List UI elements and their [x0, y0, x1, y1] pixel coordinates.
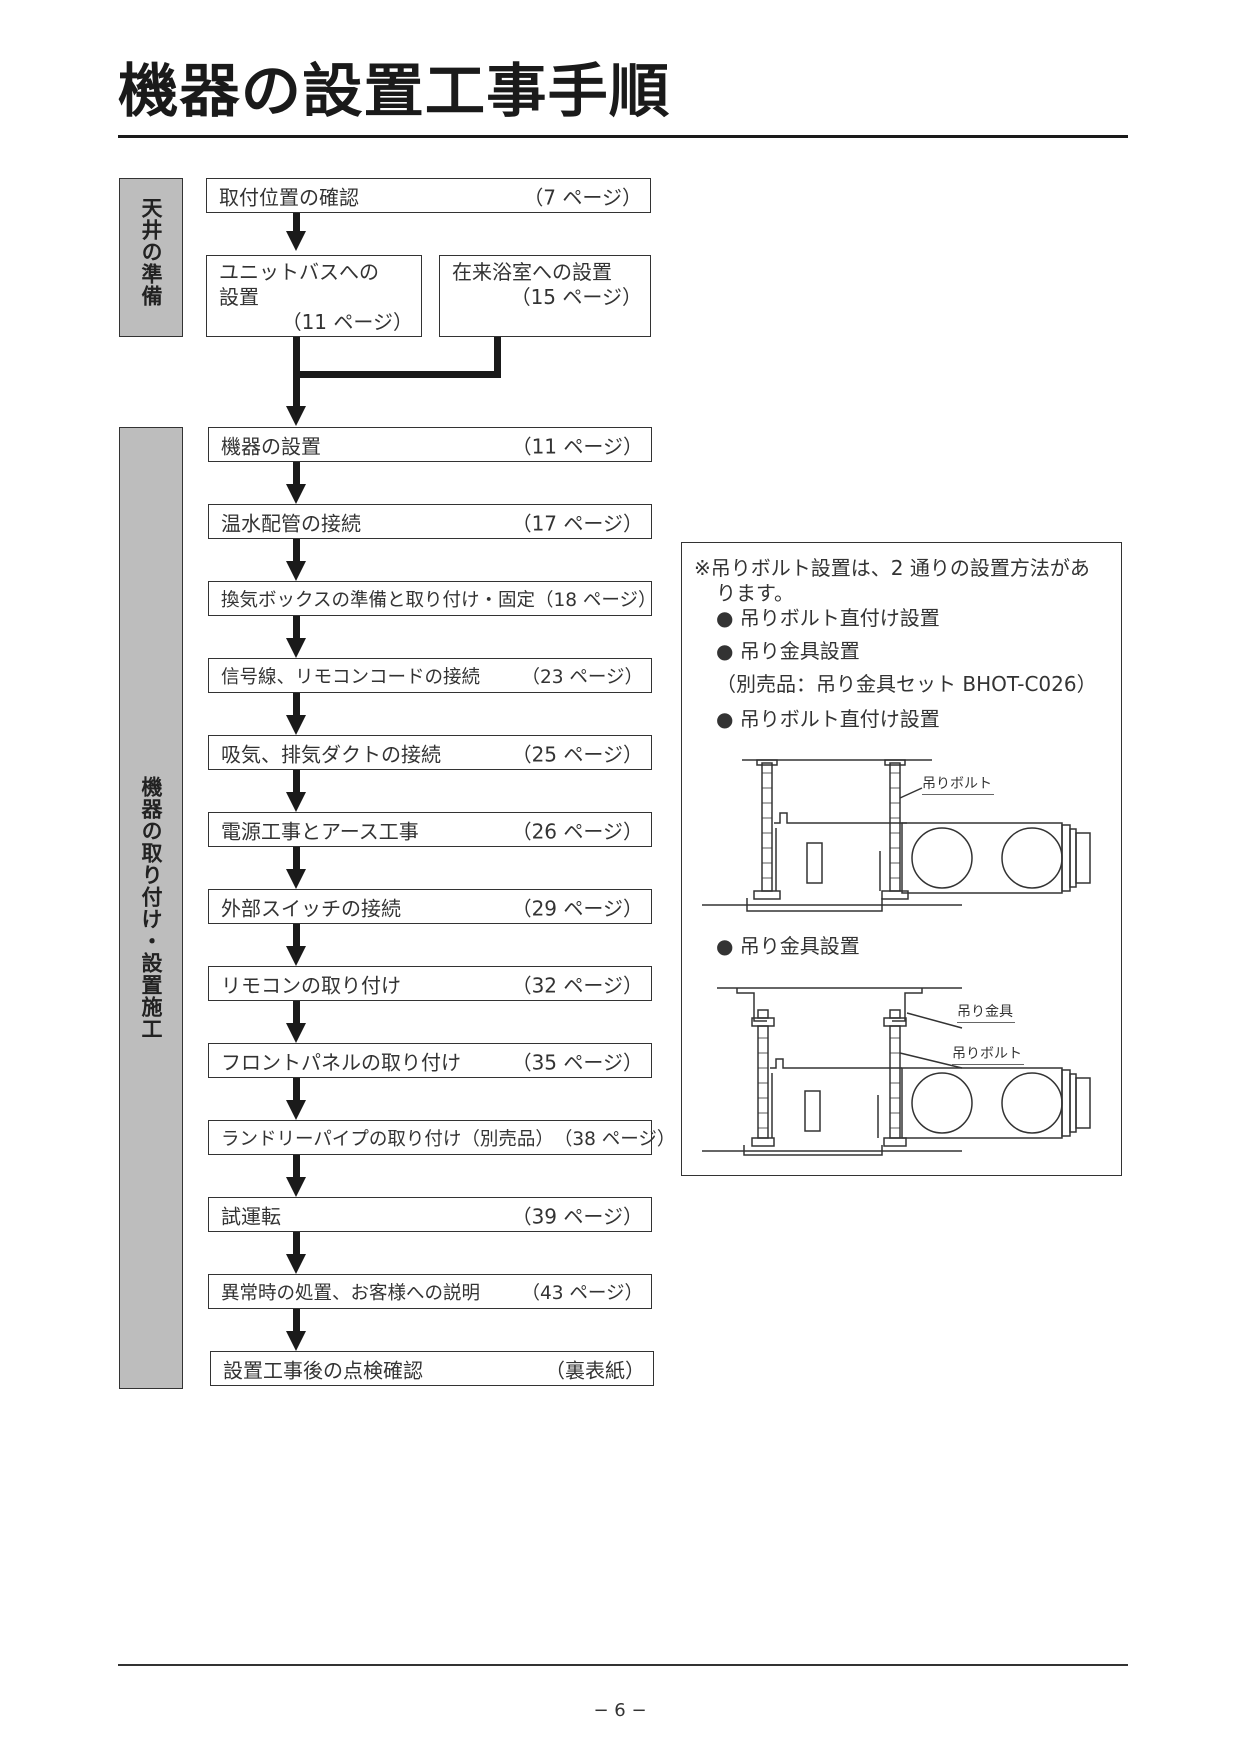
step-box: ランドリーパイプの取り付け（別売品）（38 ページ）	[208, 1120, 675, 1155]
label-bracket: 吊り金具	[957, 1001, 1015, 1023]
merge-line-right	[494, 337, 501, 377]
page-ref: （29 ページ）	[511, 896, 643, 920]
page-title: 機器の設置工事手順	[118, 57, 671, 125]
step-box: 設置工事後の点検確認（裏表紙）	[210, 1351, 654, 1386]
page-ref: （39 ページ）	[511, 1204, 643, 1228]
step-conventional-bath: 在来浴室への設置 （15 ページ）	[439, 255, 651, 337]
page-ref: （7 ページ）	[523, 185, 642, 209]
diagram1-title: ● 吊りボルト直付け設置	[716, 707, 940, 731]
step-box: 外部スイッチの接続（29 ページ）	[208, 889, 652, 924]
step-box: リモコンの取り付け（32 ページ）	[208, 966, 652, 1001]
title-rule	[118, 135, 1128, 138]
page-ref: （11 ページ）	[281, 310, 413, 334]
step-box: 換気ボックスの準備と取り付け・固定（18 ページ）	[208, 581, 657, 616]
page-ref: （17 ページ）	[511, 511, 643, 535]
page-ref: （35 ページ）	[511, 1050, 643, 1074]
step-unit-bath: ユニットバスへの 設置 （11 ページ）	[206, 255, 422, 337]
section-label-ceiling-prep: 天井の準備	[119, 178, 183, 337]
step-box: 異常時の処置、お客様への説明（43 ページ）	[208, 1274, 652, 1309]
label-hanging-bolt: 吊りボルト	[922, 773, 994, 795]
page-ref: （11 ページ）	[511, 434, 643, 458]
page-ref: （38 ページ）	[553, 1128, 676, 1150]
step-box: 試運転（39 ページ）	[208, 1197, 652, 1232]
page-ref: （裏表紙）	[545, 1358, 645, 1382]
merge-line-horizontal	[293, 371, 501, 378]
page-ref: （15 ページ）	[510, 285, 642, 309]
page-ref: （18 ページ）	[534, 589, 657, 611]
page-ref: （23 ページ）	[521, 666, 643, 688]
section-label-installation: 機器の取り付け・設置施工	[119, 427, 183, 1389]
step-box: 信号線、リモコンコードの接続（23 ページ）	[208, 658, 652, 693]
page-number: − 6 −	[593, 1700, 647, 1721]
page-ref: （32 ページ）	[511, 973, 643, 997]
step-box: 吸気、排気ダクトの接続（25 ページ）	[208, 735, 652, 770]
bullet-bracket: ● 吊り金具設置	[716, 639, 860, 663]
step-box: フロントパネルの取り付け（35 ページ）	[208, 1043, 652, 1078]
hanging-bolt-note: ※吊りボルト設置は、2 通りの設置方法があ ります。 ● 吊りボルト直付け設置 …	[681, 542, 1122, 1176]
step-confirm-position: 取付位置の確認（7 ページ）	[206, 178, 651, 213]
bracket-diagram	[702, 987, 1091, 1156]
step-box: 電源工事とアース工事（26 ページ）	[208, 812, 652, 847]
direct-bolt-diagram	[702, 759, 1091, 912]
page-ref: （26 ページ）	[511, 819, 643, 843]
step-box: 機器の設置（11 ページ）	[208, 427, 652, 462]
footer-rule	[118, 1664, 1128, 1666]
step-box: 温水配管の接続（17 ページ）	[208, 504, 652, 539]
diagram2-title: ● 吊り金具設置	[716, 934, 860, 958]
page-ref: （43 ページ）	[521, 1282, 643, 1304]
bullet-direct-bolt: ● 吊りボルト直付け設置	[716, 606, 940, 630]
label-hanging-bolt: 吊りボルト	[952, 1043, 1024, 1065]
page-ref: （25 ページ）	[511, 742, 643, 766]
